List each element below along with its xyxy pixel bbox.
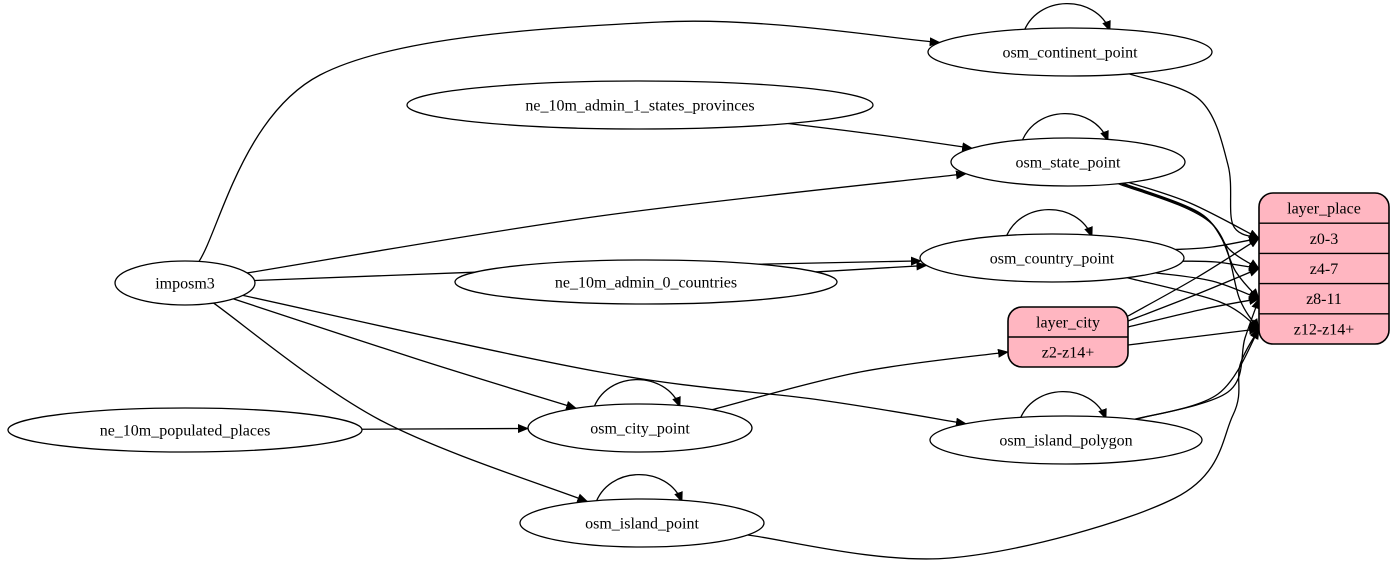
ne_10m_populated_places-label: ne_10m_populated_places xyxy=(100,423,271,440)
selfloop-osm_island_polygon xyxy=(1018,390,1107,423)
node-ne_10m_admin_1_states_provinces: ne_10m_admin_1_states_provinces xyxy=(406,80,874,130)
layer_place-row-z0-3: z0-3 xyxy=(1310,231,1338,248)
ne_10m_admin_0_countries-label: ne_10m_admin_0_countries xyxy=(555,275,737,292)
osm_city_point-shape xyxy=(527,403,753,453)
edge-layer_city-to-layer_place-row2 xyxy=(1127,296,1260,328)
edge-imposm3-to-osm_island_polygon xyxy=(242,294,967,427)
osm_island_point-label: osm_island_point xyxy=(585,516,699,533)
layer_city-title: layer_city xyxy=(1036,315,1100,332)
edge-osm_country_point-to-layer_place-row2 xyxy=(1155,272,1260,300)
edge-osm_country_point-to-layer_place-row1 xyxy=(1182,260,1260,272)
layer_city-row-z2-z14+: z2-z14+ xyxy=(1042,345,1095,362)
edge-ne_10m_populated_places-to-osm_city_point xyxy=(361,424,530,434)
node-osm_island_polygon: osm_island_polygon xyxy=(929,415,1203,465)
selfloop-osm_state_point xyxy=(1020,112,1109,145)
nodes-layer: imposm3 ne_10m_admin_1_states_provincesne… xyxy=(7,27,1390,548)
osm_country_point-shape xyxy=(919,233,1185,283)
edge-ne_10m_admin_0_countries-to-osm_country_point xyxy=(815,261,928,273)
layer_place-row-z12-z14+: z12-z14+ xyxy=(1294,321,1355,338)
node-osm_city_point: osm_city_point xyxy=(527,403,753,453)
osm_island_polygon-shape xyxy=(929,415,1203,465)
edge-layer_city-to-layer_place-row0 xyxy=(1127,237,1260,317)
edge-imposm3-to-osm_island_point xyxy=(213,302,589,503)
edge-osm_state_point-to-layer_place-row3 xyxy=(1118,183,1260,330)
selfloop-osm_island_point xyxy=(594,473,683,506)
node-imposm3: imposm3 xyxy=(114,260,256,306)
layer_place-shape xyxy=(1258,192,1390,345)
osm_country_point-label: osm_country_point xyxy=(990,251,1115,268)
ne_10m_admin_1_states_provinces-shape xyxy=(406,80,874,130)
osm_state_point-label: osm_state_point xyxy=(1016,155,1121,172)
node-ne_10m_populated_places: ne_10m_populated_places xyxy=(7,407,363,453)
edges-layer xyxy=(198,2,1260,560)
edge-osm_island_point-to-layer_place-row3 xyxy=(747,328,1260,560)
node-ne_10m_admin_0_countries: ne_10m_admin_0_countries xyxy=(454,259,838,305)
osm_continent_point-label: osm_continent_point xyxy=(1002,45,1138,62)
osm_continent_point-shape xyxy=(927,27,1213,77)
imposm3-label: imposm3 xyxy=(155,276,215,293)
ne_10m_populated_places-shape xyxy=(7,407,363,453)
edge-osm_continent_point-to-layer_place-row0 xyxy=(1128,73,1260,239)
ne_10m_admin_1_states_provinces-label: ne_10m_admin_1_states_provinces xyxy=(525,98,754,115)
edge-osm_country_point-to-layer_place-row0 xyxy=(1175,235,1260,251)
edge-imposm3-to-osm_state_point xyxy=(247,170,968,274)
node-osm_state_point: osm_state_point xyxy=(950,137,1186,187)
node-osm_island_point: osm_island_point xyxy=(519,498,765,548)
node-layer_city: layer_city z2-z14+ xyxy=(1007,306,1129,368)
edge-osm_state_point-to-layer_place-row0 xyxy=(1128,181,1260,239)
edge-imposm3-to-osm_city_point xyxy=(233,298,578,410)
osm_state_point-shape xyxy=(950,137,1186,187)
selfloop-osm_city_point xyxy=(592,378,681,411)
edge-osm_island_polygon-to-layer_place-row2 xyxy=(1135,297,1260,421)
selfloop-osm_continent_point xyxy=(1022,2,1111,35)
edge-layer_city-to-layer_place-row3 xyxy=(1127,325,1260,346)
edge-osm_country_point-to-layer_place-row3 xyxy=(1127,277,1260,330)
osm_city_point-label: osm_city_point xyxy=(590,421,690,438)
osm_island_polygon-label: osm_island_polygon xyxy=(999,433,1132,450)
edge-ne_10m_admin_1_states_provinces-to-osm_state_point xyxy=(788,122,974,152)
selfloop-osm_country_point xyxy=(1004,208,1093,241)
layer_place-row-z4-7: z4-7 xyxy=(1310,261,1338,278)
imposm3-shape xyxy=(114,260,256,306)
node-osm_country_point: osm_country_point xyxy=(919,233,1185,283)
edge-osm_city_point-to-layer_city-row0 xyxy=(711,348,1009,411)
edge-layer_city-to-layer_place-row1 xyxy=(1127,267,1260,322)
ne_10m_admin_0_countries-shape xyxy=(454,259,838,305)
node-osm_continent_point: osm_continent_point xyxy=(927,27,1213,77)
osm_island_point-shape xyxy=(519,498,765,548)
layer_place-row-z8-11: z8-11 xyxy=(1306,291,1342,308)
edge-osm_island_polygon-to-layer_place-row3 xyxy=(1134,328,1260,420)
node-layer_place: layer_place z0-3 z4-7 z8-11 z12-z14+ xyxy=(1258,192,1390,345)
layer_place-title: layer_place xyxy=(1287,201,1361,218)
edge-imposm3-to-osm_continent_point xyxy=(198,20,941,262)
